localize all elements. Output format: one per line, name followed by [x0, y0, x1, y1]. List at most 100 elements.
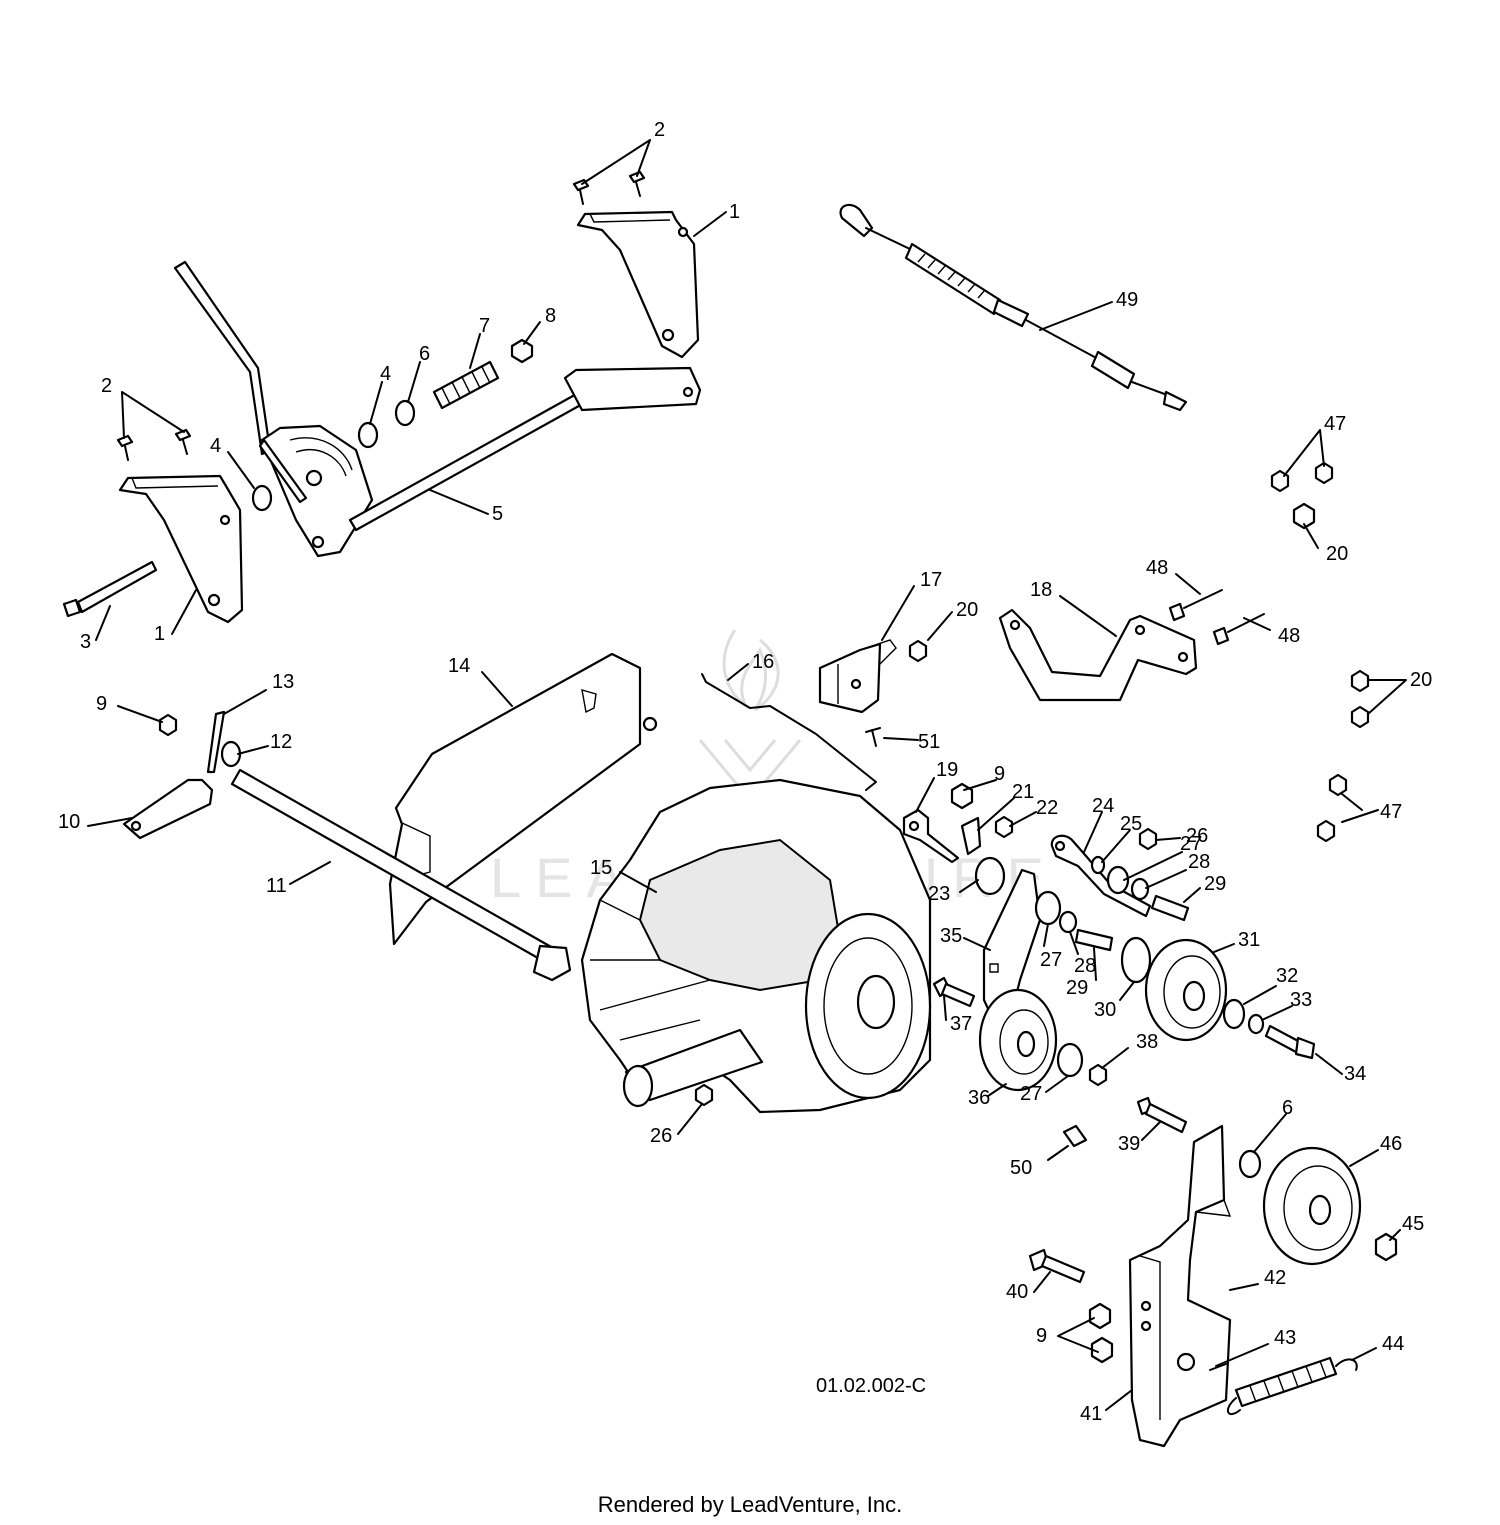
callout-28: 28	[1188, 851, 1210, 873]
callout-38: 38	[1136, 1031, 1158, 1053]
part-16-rod	[701, 673, 877, 791]
part-37-bolt	[932, 976, 976, 1008]
part-49-cable	[839, 203, 1188, 412]
parts-19-21-22	[902, 782, 1014, 864]
parts-9-10-11-12-13	[122, 710, 572, 982]
callout-2: 2	[654, 119, 665, 141]
parts-27-28-29-30	[1034, 890, 1152, 984]
callout-20: 20	[1410, 669, 1432, 691]
part-2-screws-lower	[116, 428, 192, 461]
part-5-lever-assembly	[173, 260, 702, 558]
callout-8: 8	[545, 305, 556, 327]
callout-1: 1	[729, 201, 740, 223]
callout-35: 35	[940, 925, 962, 947]
parts-32-33-34	[1222, 998, 1316, 1060]
callout-5: 5	[492, 503, 503, 525]
callout-28: 28	[1074, 955, 1096, 977]
callout-27: 27	[1180, 833, 1202, 855]
parts-39-50	[1062, 1096, 1188, 1148]
leader-lines	[87, 139, 1407, 1411]
callout-48: 48	[1146, 557, 1168, 579]
callout-4: 4	[210, 435, 221, 457]
part-24-arm	[1050, 827, 1190, 922]
parts-43-44	[1209, 1356, 1358, 1416]
part-1-lower-bracket	[118, 474, 244, 624]
callout-40: 40	[1006, 1281, 1028, 1303]
callout-26: 26	[1186, 825, 1208, 847]
callout-17: 17	[920, 569, 942, 591]
callout-36: 36	[968, 1087, 990, 1109]
parts-6-45-46	[1238, 1146, 1398, 1266]
callout-16: 16	[752, 651, 774, 673]
callout-12: 12	[270, 731, 292, 753]
callout-24: 24	[1092, 795, 1114, 817]
callout-30: 30	[1094, 999, 1116, 1021]
callout-32: 32	[1276, 965, 1298, 987]
callout-10: 10	[58, 811, 80, 833]
callout-9: 9	[1036, 1325, 1047, 1347]
callout-19: 19	[936, 759, 958, 781]
callout-44: 44	[1382, 1333, 1404, 1355]
part-15-transaxle	[580, 778, 932, 1114]
callout-3: 3	[80, 631, 91, 653]
callout-27: 27	[1020, 1083, 1042, 1105]
callout-6: 6	[1282, 1097, 1293, 1119]
callout-45: 45	[1402, 1213, 1424, 1235]
callout-13: 13	[272, 671, 294, 693]
callout-labels: 2 1 49 7 8 4 6 2 4 47 5 20 3 1 17 20 18 …	[58, 119, 1432, 1425]
part-36-pulley	[978, 988, 1108, 1092]
callout-2: 2	[101, 375, 112, 397]
callout-33: 33	[1290, 989, 1312, 1011]
callout-34: 34	[1344, 1063, 1366, 1085]
nuts-47-20-upper	[1270, 461, 1334, 530]
part-31-pulley	[1144, 938, 1228, 1042]
callout-15: 15	[590, 857, 612, 879]
part-48-bolts	[1168, 589, 1265, 646]
callout-20: 20	[1326, 543, 1348, 565]
part-23-washer	[974, 856, 1006, 896]
credit-footer: Rendered by LeadVenture, Inc.	[597, 1492, 903, 1517]
callout-9: 9	[994, 763, 1005, 785]
callout-1: 1	[154, 623, 165, 645]
callout-23: 23	[928, 883, 950, 905]
callout-47: 47	[1324, 413, 1346, 435]
callout-39: 39	[1118, 1133, 1140, 1155]
part-14-shield	[388, 652, 658, 946]
callout-31: 31	[1238, 929, 1260, 951]
washers-spring-nut	[251, 338, 534, 512]
callout-48: 48	[1278, 625, 1300, 647]
callout-46: 46	[1380, 1133, 1402, 1155]
callout-9: 9	[96, 693, 107, 715]
part-51-pin	[865, 727, 881, 747]
part-3-bolt	[62, 560, 158, 618]
callout-14: 14	[448, 655, 470, 677]
callout-37: 37	[950, 1013, 972, 1035]
callout-43: 43	[1274, 1327, 1296, 1349]
callout-42: 42	[1264, 1267, 1286, 1289]
part-17-bracket	[818, 639, 928, 714]
callout-25: 25	[1120, 813, 1142, 835]
parts-40-9	[1028, 1248, 1114, 1364]
callout-29: 29	[1066, 977, 1088, 999]
callout-7: 7	[479, 315, 490, 337]
callout-20: 20	[956, 599, 978, 621]
callout-6: 6	[419, 343, 430, 365]
callout-18: 18	[1030, 579, 1052, 601]
callout-22: 22	[1036, 797, 1058, 819]
part-2-screws-upper	[572, 170, 646, 205]
part-18-bracket	[998, 608, 1198, 702]
diagram-code: 01.02.002-C	[816, 1375, 926, 1397]
callout-26: 26	[650, 1125, 672, 1147]
callout-11: 11	[266, 875, 287, 897]
callout-47: 47	[1380, 801, 1402, 823]
callout-41: 41	[1080, 1403, 1102, 1425]
callout-27: 27	[1040, 949, 1062, 971]
callout-21: 21	[1012, 781, 1034, 803]
callout-50: 50	[1010, 1157, 1032, 1179]
part-41-42-bracket	[1128, 1124, 1232, 1448]
callout-4: 4	[380, 363, 391, 385]
part-1-upper-bracket	[576, 210, 700, 359]
callout-29: 29	[1204, 873, 1226, 895]
nuts-20-right	[1316, 669, 1370, 843]
